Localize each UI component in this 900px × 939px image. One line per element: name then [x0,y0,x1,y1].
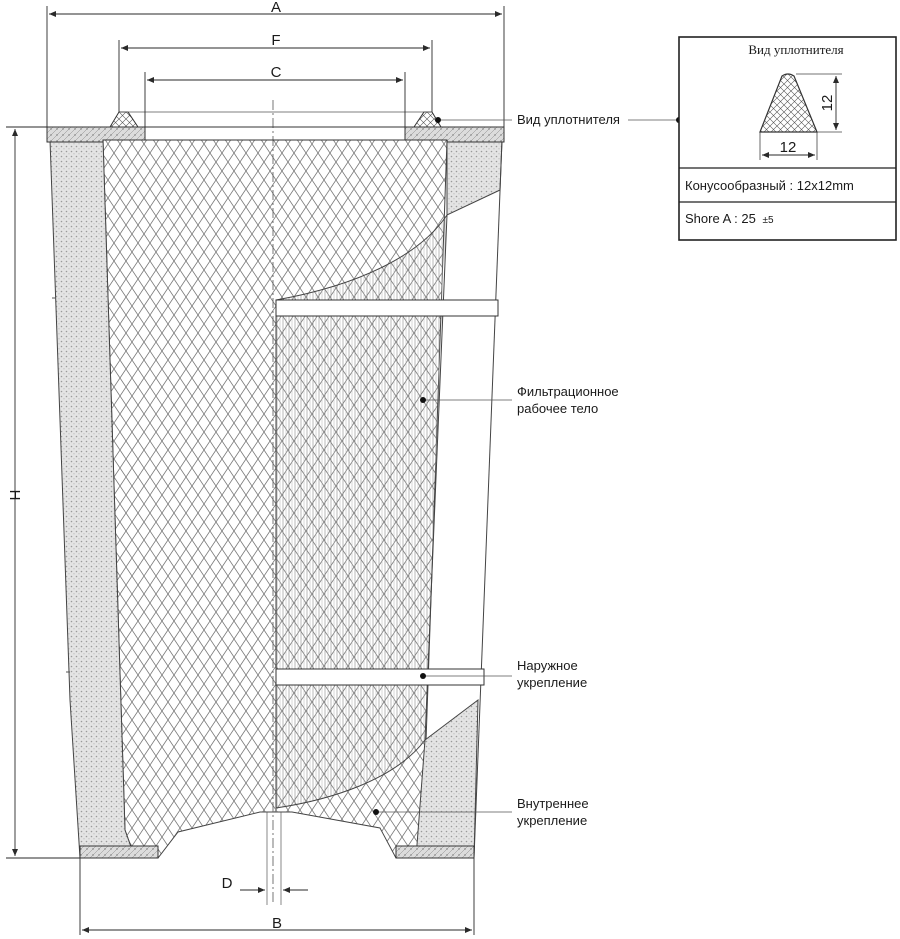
dim-d-label: D [222,875,233,892]
dim-a-label: A [271,0,281,16]
outer-support-band-bottom [275,668,485,686]
top-end-cap [46,126,505,143]
seal-hardness-tolerance: ±5 [762,215,773,226]
seal-hardness: Shore A : 25 ±5 [685,211,774,226]
seal-detail-box: Вид уплотнителя 12 12 Конусообразный : 1… [678,36,897,241]
seal-width-label: 12 [780,139,797,156]
bottom-end-cap-right [395,845,475,859]
callout-inner-support-2: укрепление [517,813,587,828]
bottom-end-cap-left [79,845,159,859]
right-outline [473,139,503,859]
callout-outer-support-1: Наружное [517,658,578,673]
top-seal-left [109,111,139,128]
outer-support-band-top [275,299,499,317]
seal-box-frame [678,36,897,241]
dim-c-label: C [271,64,282,81]
right-wall-top [446,139,503,216]
dim-f-label: F [271,32,280,49]
leader-dot-seal [435,117,441,123]
dim-b-label: B [272,915,282,932]
leader-dot-inner-support [373,809,379,815]
seal-hardness-label: Shore A : 25 [685,211,756,226]
cartridge-body [46,100,505,905]
dim-h-label: H [6,490,23,501]
callout-seal-view: Вид уплотнителя [517,112,620,127]
callout-filter-body-1: Фильтрационное [517,384,619,399]
leaders [376,119,679,813]
callout-inner-support-1: Внутреннее [517,796,589,811]
seal-box-title: Вид уплотнителя [748,42,843,57]
seal-profile-shape [759,73,818,133]
seal-height-label: 12 [819,95,836,112]
pleated-filter-media [275,213,448,809]
leader-dot-outer-support [420,673,426,679]
seal-shape-spec: Конусообразный : 12x12mm [685,178,854,193]
callout-filter-body-2: рабочее тело [517,401,598,416]
dimensions [6,6,505,935]
leader-dot-filter-body [420,397,426,403]
callout-outer-support-2: укрепление [517,675,587,690]
